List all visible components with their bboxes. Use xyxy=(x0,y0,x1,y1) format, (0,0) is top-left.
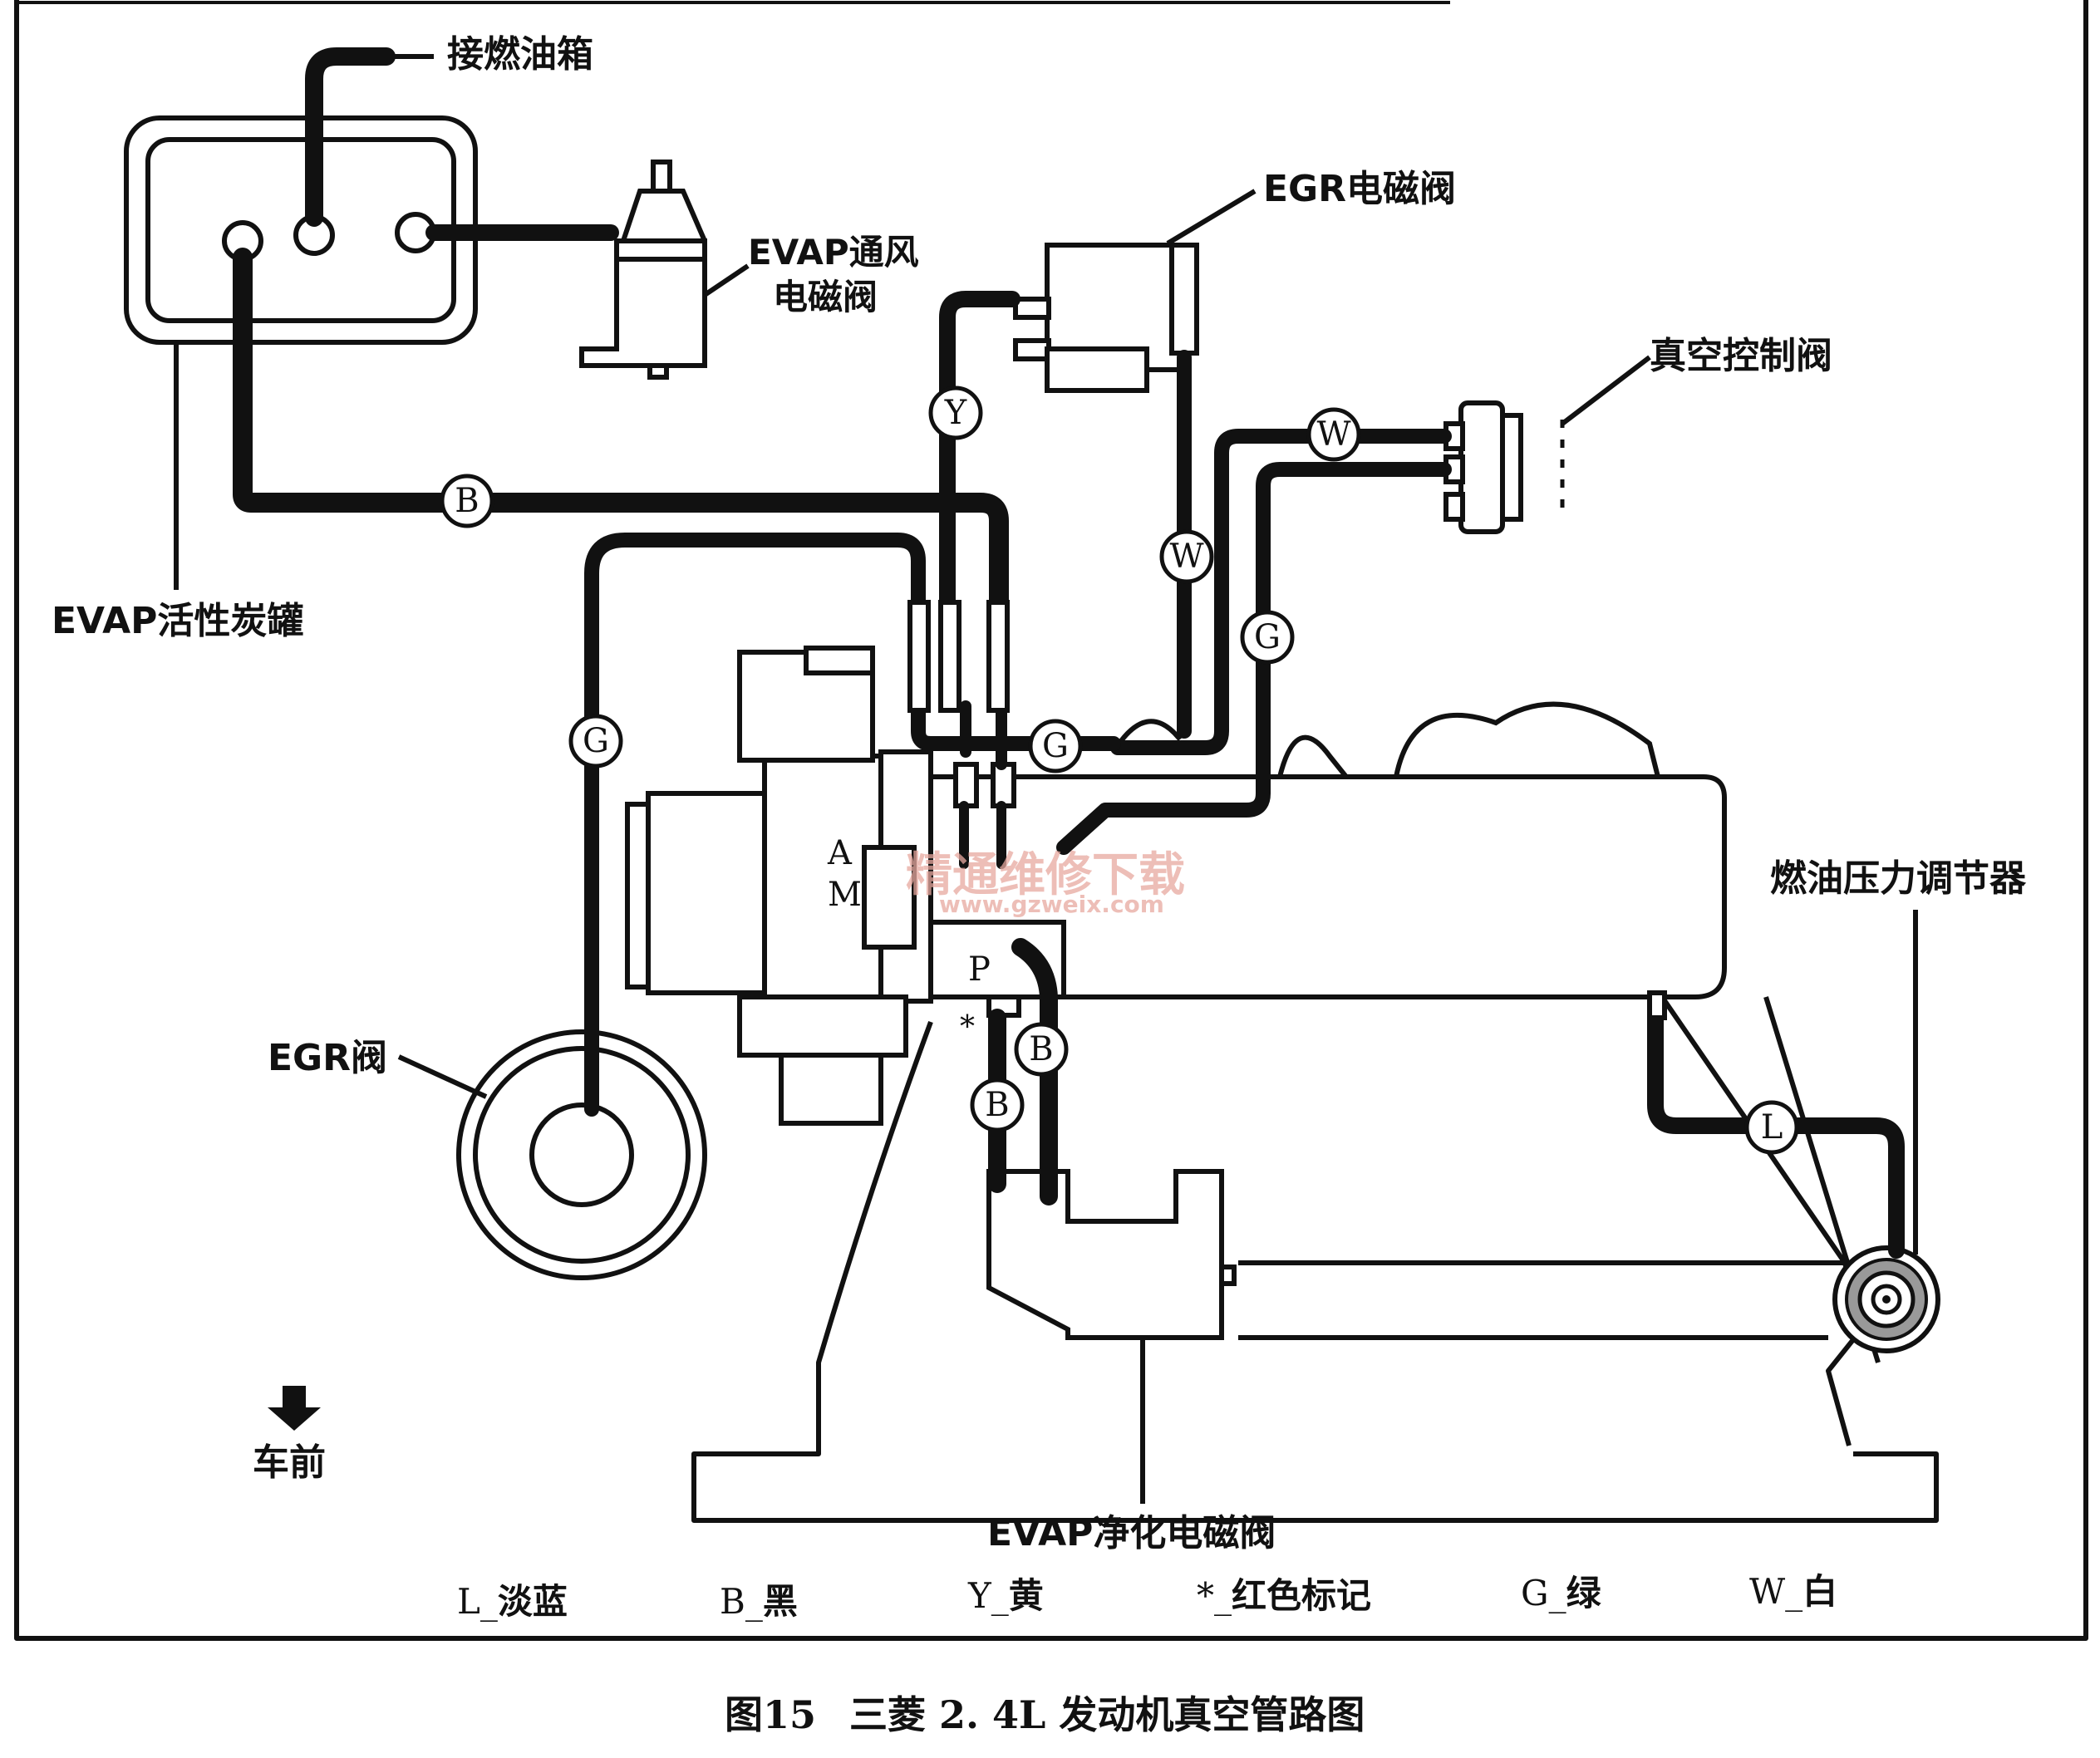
svg-text:W: W xyxy=(1316,415,1350,454)
egr-solenoid-leader xyxy=(1166,189,1257,246)
legend-item-w: W_白 xyxy=(1749,1571,1837,1612)
label-front: 车前 xyxy=(253,1441,326,1484)
hose-tag-b-purge-right: B xyxy=(1014,1022,1069,1077)
svg-text:Y: Y xyxy=(944,394,967,432)
hose-g-egr xyxy=(584,533,926,1117)
hose-b-canister xyxy=(233,248,1009,616)
vacuum-control-leader xyxy=(1561,355,1651,426)
hose-tag-g-vacuum: G xyxy=(1240,610,1295,665)
label-star-mark: * xyxy=(960,1010,975,1044)
hose-tag-l: L xyxy=(1744,1100,1799,1155)
legend-item-g: G_绿 xyxy=(1521,1573,1602,1613)
hose-tag-g-center: G xyxy=(1028,719,1083,773)
fuel-tank-hose xyxy=(305,47,396,227)
svg-text:L: L xyxy=(1761,1108,1783,1147)
label-egr-valve: EGR阀 xyxy=(268,1037,387,1079)
label-evap-vent-line2: 电磁阀 xyxy=(773,277,878,317)
svg-text:G_绿: G_绿 xyxy=(1521,1573,1602,1613)
front-arrow-icon xyxy=(268,1386,321,1431)
hose-y xyxy=(939,291,1020,615)
hose-g-center xyxy=(911,703,1121,751)
evap-purge-solenoid xyxy=(986,1169,1237,1340)
fuel-pressure-regulator xyxy=(1832,1245,1940,1353)
hose-g-vacuum xyxy=(1056,462,1452,855)
throttle-body xyxy=(625,646,1066,1126)
svg-text:W_白: W_白 xyxy=(1749,1571,1837,1612)
hose-tag-b-canister: B xyxy=(440,474,494,528)
legend-item-l: L_淡蓝 xyxy=(457,1581,568,1622)
egr-solenoid xyxy=(1013,243,1199,393)
svg-text:精通维修下载: 精通维修下载 xyxy=(906,848,1185,902)
svg-text:B_黑: B_黑 xyxy=(720,1581,798,1622)
svg-text:B: B xyxy=(985,1086,1009,1124)
label-port-m: M xyxy=(828,876,862,914)
label-fuel-tank: 接燃油箱 xyxy=(447,33,593,76)
label-port-a: A xyxy=(827,834,853,872)
hose-tag-w-vacuum: W xyxy=(1306,407,1361,462)
watermark: 精通维修下载 www.gzweix.com xyxy=(906,848,1185,918)
hose-tag-g-egr: G xyxy=(568,714,623,769)
evap-canister xyxy=(124,115,478,345)
label-evap-vent-line1: EVAP通风 xyxy=(748,232,919,273)
legend-item-red-mark: *_红色标记 xyxy=(1197,1575,1371,1616)
figure-caption: 图15 三菱 2. 4L 发动机真空管路图 xyxy=(725,1692,1365,1737)
legend: L_淡蓝 B_黑 Y_黄 *_红色标记 G_绿 W_白 xyxy=(457,1571,1837,1622)
label-port-p: P xyxy=(968,950,991,989)
hose-couplers xyxy=(907,600,1667,1020)
label-evap-purge: EVAP净化电磁阀 xyxy=(987,1512,1276,1554)
svg-text:G: G xyxy=(583,722,609,760)
evap-vent-leader xyxy=(703,263,750,297)
svg-text:W: W xyxy=(1169,538,1203,576)
throttle-bracket xyxy=(691,1020,1939,1523)
svg-text:G: G xyxy=(1042,727,1069,765)
caption-title: 三菱 2. 4L 发动机真空管路图 xyxy=(849,1692,1365,1737)
egr-valve-leader xyxy=(397,1054,488,1099)
svg-text:L_淡蓝: L_淡蓝 xyxy=(457,1581,568,1622)
svg-text:G: G xyxy=(1254,618,1281,656)
hose-tag-b-purge-left: B xyxy=(970,1078,1025,1132)
label-vacuum-control: 真空控制阀 xyxy=(1650,335,1832,377)
caption-figure-number: 图15 xyxy=(725,1692,816,1737)
legend-item-b: B_黑 xyxy=(720,1581,798,1622)
egr-valve xyxy=(456,1029,707,1280)
svg-text:www.gzweix.com: www.gzweix.com xyxy=(939,891,1164,918)
svg-text:B: B xyxy=(455,482,479,520)
hose-tag-y: Y xyxy=(928,385,983,440)
svg-text:*_红色标记: *_红色标记 xyxy=(1197,1575,1371,1616)
label-evap-canister: EVAP活性炭罐 xyxy=(52,600,303,642)
hose-tag-w-egr: W xyxy=(1159,529,1214,584)
svg-text:B: B xyxy=(1029,1030,1053,1068)
evap-vent-solenoid xyxy=(579,160,707,380)
label-egr-solenoid: EGR电磁阀 xyxy=(1263,168,1456,210)
hose-b-purge-right xyxy=(1011,938,1058,1206)
vacuum-control-valve xyxy=(1443,400,1565,534)
hose-w-vacuum xyxy=(1110,429,1452,755)
frame-border xyxy=(14,0,2088,1641)
legend-item-y: Y_黄 xyxy=(967,1575,1044,1616)
svg-text:Y_黄: Y_黄 xyxy=(967,1575,1044,1616)
label-fuel-regulator: 燃油压力调节器 xyxy=(1770,857,2027,900)
